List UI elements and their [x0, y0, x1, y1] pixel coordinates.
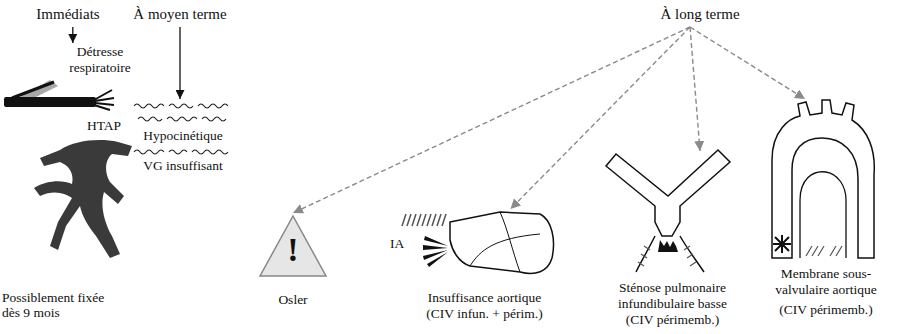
- membrane-star: [773, 235, 791, 253]
- warning-triangle: ! Osler: [258, 214, 328, 310]
- regurgitation-rays: [423, 236, 448, 267]
- period-heading: Immédiats: [28, 6, 108, 25]
- infundibular-stenosis: [658, 240, 678, 252]
- period-heading: À moyen terme: [122, 6, 238, 25]
- airway-bar: [4, 97, 96, 107]
- wavy-row: [134, 150, 228, 154]
- item-text: VG insuffisant: [128, 158, 238, 174]
- airway-fan: [94, 90, 114, 110]
- item-text: Sténose pulmonaire infundibulaire basse: [600, 280, 745, 312]
- aortic-root-drawing: [402, 212, 554, 273]
- dashed-arrow: [511, 27, 691, 209]
- pulmonary-trunk: [606, 150, 730, 236]
- solid-arrow: [72, 27, 73, 43]
- item-text: Insuffisance aortique: [412, 290, 557, 306]
- dashed-arrow: [690, 27, 805, 99]
- item-text: !: [258, 232, 328, 268]
- aortic-root: [450, 212, 554, 273]
- wavy-row: [134, 104, 228, 108]
- item-text: (CIV périmemb.): [600, 312, 745, 328]
- wall-hatching: [806, 246, 842, 256]
- airway-drawing: [4, 80, 114, 110]
- outflow-walls: [636, 236, 704, 272]
- figure-note: Possiblement fixée dès 9 mois: [2, 290, 108, 320]
- hatched-bar: [402, 214, 446, 226]
- wavy-row: [138, 117, 226, 121]
- pulmonary-loop: [800, 172, 846, 258]
- figure-label: HTAP: [84, 118, 124, 133]
- heading-text: À moyen terme: [122, 6, 238, 23]
- item-text: Osler: [258, 292, 328, 308]
- period-heading: À long terme: [650, 6, 750, 25]
- item-text: Membrane sous-valvulaire aortique: [765, 266, 887, 298]
- aortic-arch-drawing: [772, 100, 874, 258]
- aortic-arch: [772, 100, 874, 258]
- item-text: Détresse respiratoire: [62, 44, 138, 76]
- item-text: IA: [390, 236, 412, 252]
- complication-item: Membrane sous-valvulaire aortique (CIV pé…: [765, 100, 890, 320]
- complication-item: Sténose pulmonaire infundibulaire basse(…: [600, 152, 745, 330]
- item-text: Hypocinétique: [128, 128, 238, 144]
- complication-item: Détresse respiratoire: [62, 44, 138, 78]
- heading-text: À long terme: [650, 6, 750, 23]
- complication-item: IA Insuffisance aortique(CIV infun. + pér…: [388, 210, 563, 324]
- aortic-root-detail: [470, 212, 540, 272]
- item-text: (CIV périmemb.): [765, 302, 887, 318]
- airway-branch: [12, 82, 54, 98]
- pulmonary-trunk-drawing: [606, 150, 730, 272]
- dashed-arrow: [690, 27, 700, 151]
- pulmonary-vessels: [34, 140, 132, 258]
- item-text: (CIV infun. + périm.): [412, 306, 557, 322]
- heading-text: Immédiats: [28, 6, 108, 23]
- solid-arrow: [179, 27, 180, 99]
- dashed-arrow: [293, 27, 690, 213]
- complication-item: Hypocinétique VG insuffisant: [128, 100, 238, 176]
